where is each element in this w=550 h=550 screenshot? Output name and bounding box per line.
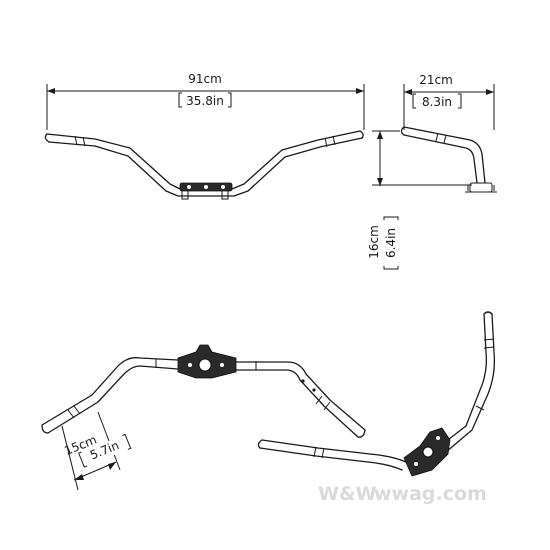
perspective-view-right xyxy=(257,311,496,477)
side-view-handlebar xyxy=(400,126,497,193)
pullback-metric: 21cm xyxy=(419,73,453,87)
pullback-imperial: 8.3in xyxy=(422,95,452,109)
perspective-view-left xyxy=(41,344,366,438)
front-view-handlebar xyxy=(44,130,364,200)
rise-imperial: 6.4in xyxy=(384,228,398,258)
rise-dimension: 16cm 6.4in xyxy=(367,130,472,270)
width-dimension: 91cm 35.8in xyxy=(46,72,365,130)
watermark: W&W wwag.com xyxy=(318,483,487,505)
watermark-site: wwag.com xyxy=(374,483,487,505)
watermark-brand: W&W xyxy=(318,483,377,505)
grip-rise-dimension: 15cm 5.7in xyxy=(61,411,132,491)
rise-metric: 16cm xyxy=(367,225,381,259)
width-metric: 91cm xyxy=(188,72,222,86)
width-imperial: 35.8in xyxy=(186,94,224,108)
pullback-dimension: 21cm 8.3in xyxy=(403,73,495,130)
